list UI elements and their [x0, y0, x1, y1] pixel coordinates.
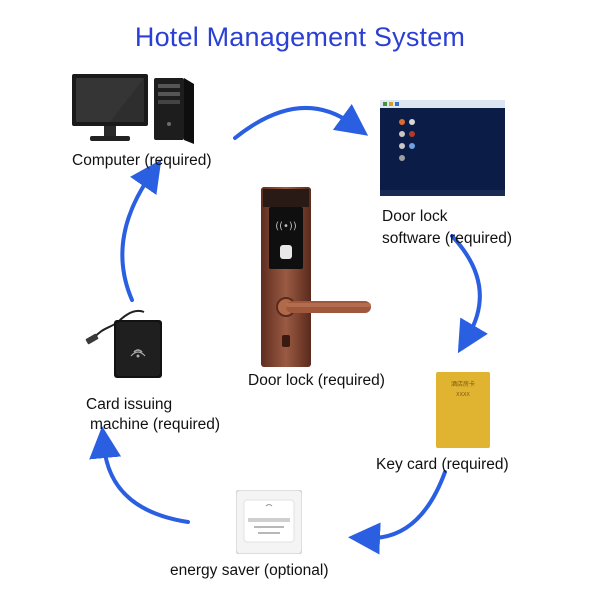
energy-saver-switch-icon	[236, 490, 302, 554]
card-issuer-label-line2: machine (required)	[90, 416, 221, 433]
desktop-computer-icon	[72, 74, 194, 144]
key-card-text-1: 酒店房卡	[451, 380, 475, 388]
page-title: Hotel Management System	[134, 22, 466, 52]
key-card-text-2: XXXX	[456, 392, 470, 398]
door-lock-label: Door lock (required)	[248, 372, 385, 389]
key-card-icon: 酒店房卡 XXXX	[436, 372, 490, 448]
arrow-energysaver-to-cardissuer	[89, 426, 190, 524]
svg-text:((•)): ((•))	[275, 221, 297, 232]
card-encoder-icon	[85, 310, 162, 378]
arrow-keycard-to-energysaver	[348, 470, 447, 555]
software-screen-icon	[380, 100, 505, 196]
key-card-label: Key card (required)	[376, 456, 509, 473]
arrow-cardissuer-to-computer	[120, 159, 162, 302]
software-label-line1: Door lock	[382, 208, 448, 225]
computer-label: Computer (required)	[72, 152, 212, 169]
software-label-line2: software (required)	[382, 230, 513, 247]
card-issuer-label-line1: Card issuing	[86, 396, 173, 413]
arrow-software-to-keycard	[450, 234, 488, 354]
arrow-computer-to-software	[233, 104, 369, 140]
door-lock-icon: ((•))	[261, 187, 371, 367]
energy-saver-label: energy saver (optional)	[170, 562, 329, 579]
